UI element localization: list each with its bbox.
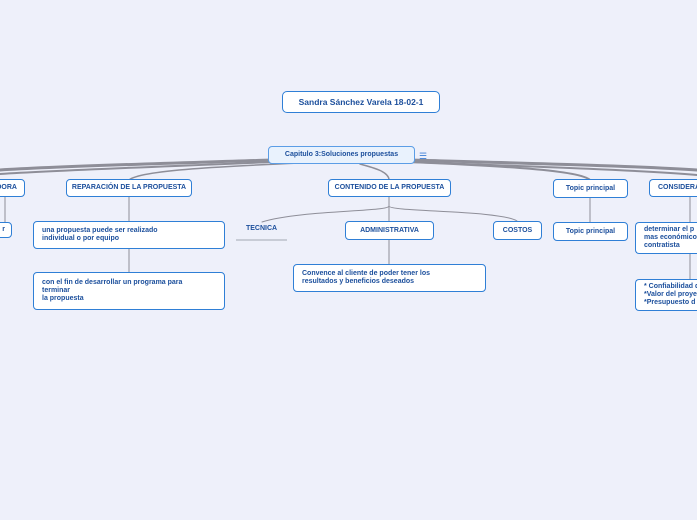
branch-line-right-cut — [408, 158, 697, 172]
branch-line-left-cut-2 — [0, 161, 273, 175]
branch-node-consideraciones[interactable]: CONSIDERA — [649, 179, 697, 197]
topic-principal-child[interactable]: Topic principal — [553, 222, 628, 241]
reparacion-child-2[interactable]: con el fin de desarrollar un programa pa… — [33, 272, 225, 310]
branch-left-cut-child-text: r — [2, 226, 5, 233]
contenido-title-text: CONTENIDO DE LA PROPUESTA — [334, 184, 445, 191]
reparacion-child-1[interactable]: una propuesta puede ser realizado indivi… — [33, 221, 225, 249]
topic-principal-child-text: Topic principal — [565, 227, 616, 235]
reparacion-child-1-text: una propuesta puede ser realizado indivi… — [42, 227, 158, 242]
consideraciones-child-1[interactable]: determinar el p mas económico contratist… — [635, 222, 697, 254]
branch-node-left-cut[interactable]: DORA — [0, 179, 25, 197]
contenido-tecnica[interactable]: TECNICA — [236, 225, 287, 241]
branch-line-reparacion — [128, 162, 301, 181]
contenido-administrativa[interactable]: ADMINISTRATIVA — [345, 221, 434, 240]
root-title-text: Sandra Sánchez Varela 18-02-1 — [298, 97, 424, 107]
consideraciones-child-2[interactable]: * Confiabilidad d *Valor del proye *Pres… — [635, 279, 697, 311]
main-topic-node[interactable]: Capitulo 3:Soluciones propuestas — [268, 146, 415, 164]
branch-line-right-cut-2 — [409, 161, 697, 176]
line-contenido-tecnica — [261, 196, 390, 223]
branch-node-reparacion[interactable]: REPARACIÓN DE LA PROPUESTA — [66, 179, 192, 197]
notes-icon[interactable]: ☰ — [419, 151, 428, 161]
branch-left-cut-child[interactable]: r — [0, 222, 12, 238]
reparacion-title-text: REPARACIÓN DE LA PROPUESTA — [71, 184, 187, 191]
branch-node-topic-principal[interactable]: Topic principal — [553, 179, 628, 198]
topic-principal-title-text: Topic principal — [565, 184, 616, 192]
branch-left-cut-text: DORA — [0, 184, 17, 191]
contenido-administrativa-text: ADMINISTRATIVA — [360, 226, 419, 234]
main-topic-text: Capitulo 3:Soluciones propuestas — [284, 151, 399, 158]
contenido-tecnica-text: TECNICA — [245, 225, 278, 232]
contenido-costos[interactable]: COSTOS — [493, 221, 542, 240]
consideraciones-title-text: CONSIDERA — [658, 184, 697, 191]
contenido-costos-text: COSTOS — [502, 226, 533, 234]
reparacion-child-2-text: con el fin de desarrollar un programa pa… — [42, 279, 183, 302]
administrativa-child[interactable]: Convence al cliente de poder tener los r… — [293, 264, 486, 292]
line-contenido-costos — [388, 205, 518, 222]
branch-node-contenido[interactable]: CONTENIDO DE LA PROPUESTA — [328, 179, 451, 197]
consideraciones-child-2-text: * Confiabilidad d *Valor del proye *Pres… — [644, 283, 697, 306]
administrativa-child-text: Convence al cliente de poder tener los r… — [302, 270, 430, 285]
consideraciones-child-1-text: determinar el p mas económico contratist… — [644, 226, 697, 249]
branch-line-left-cut — [0, 158, 274, 172]
root-title-node[interactable]: Sandra Sánchez Varela 18-02-1 — [282, 91, 440, 113]
branch-line-contenido — [359, 163, 390, 181]
